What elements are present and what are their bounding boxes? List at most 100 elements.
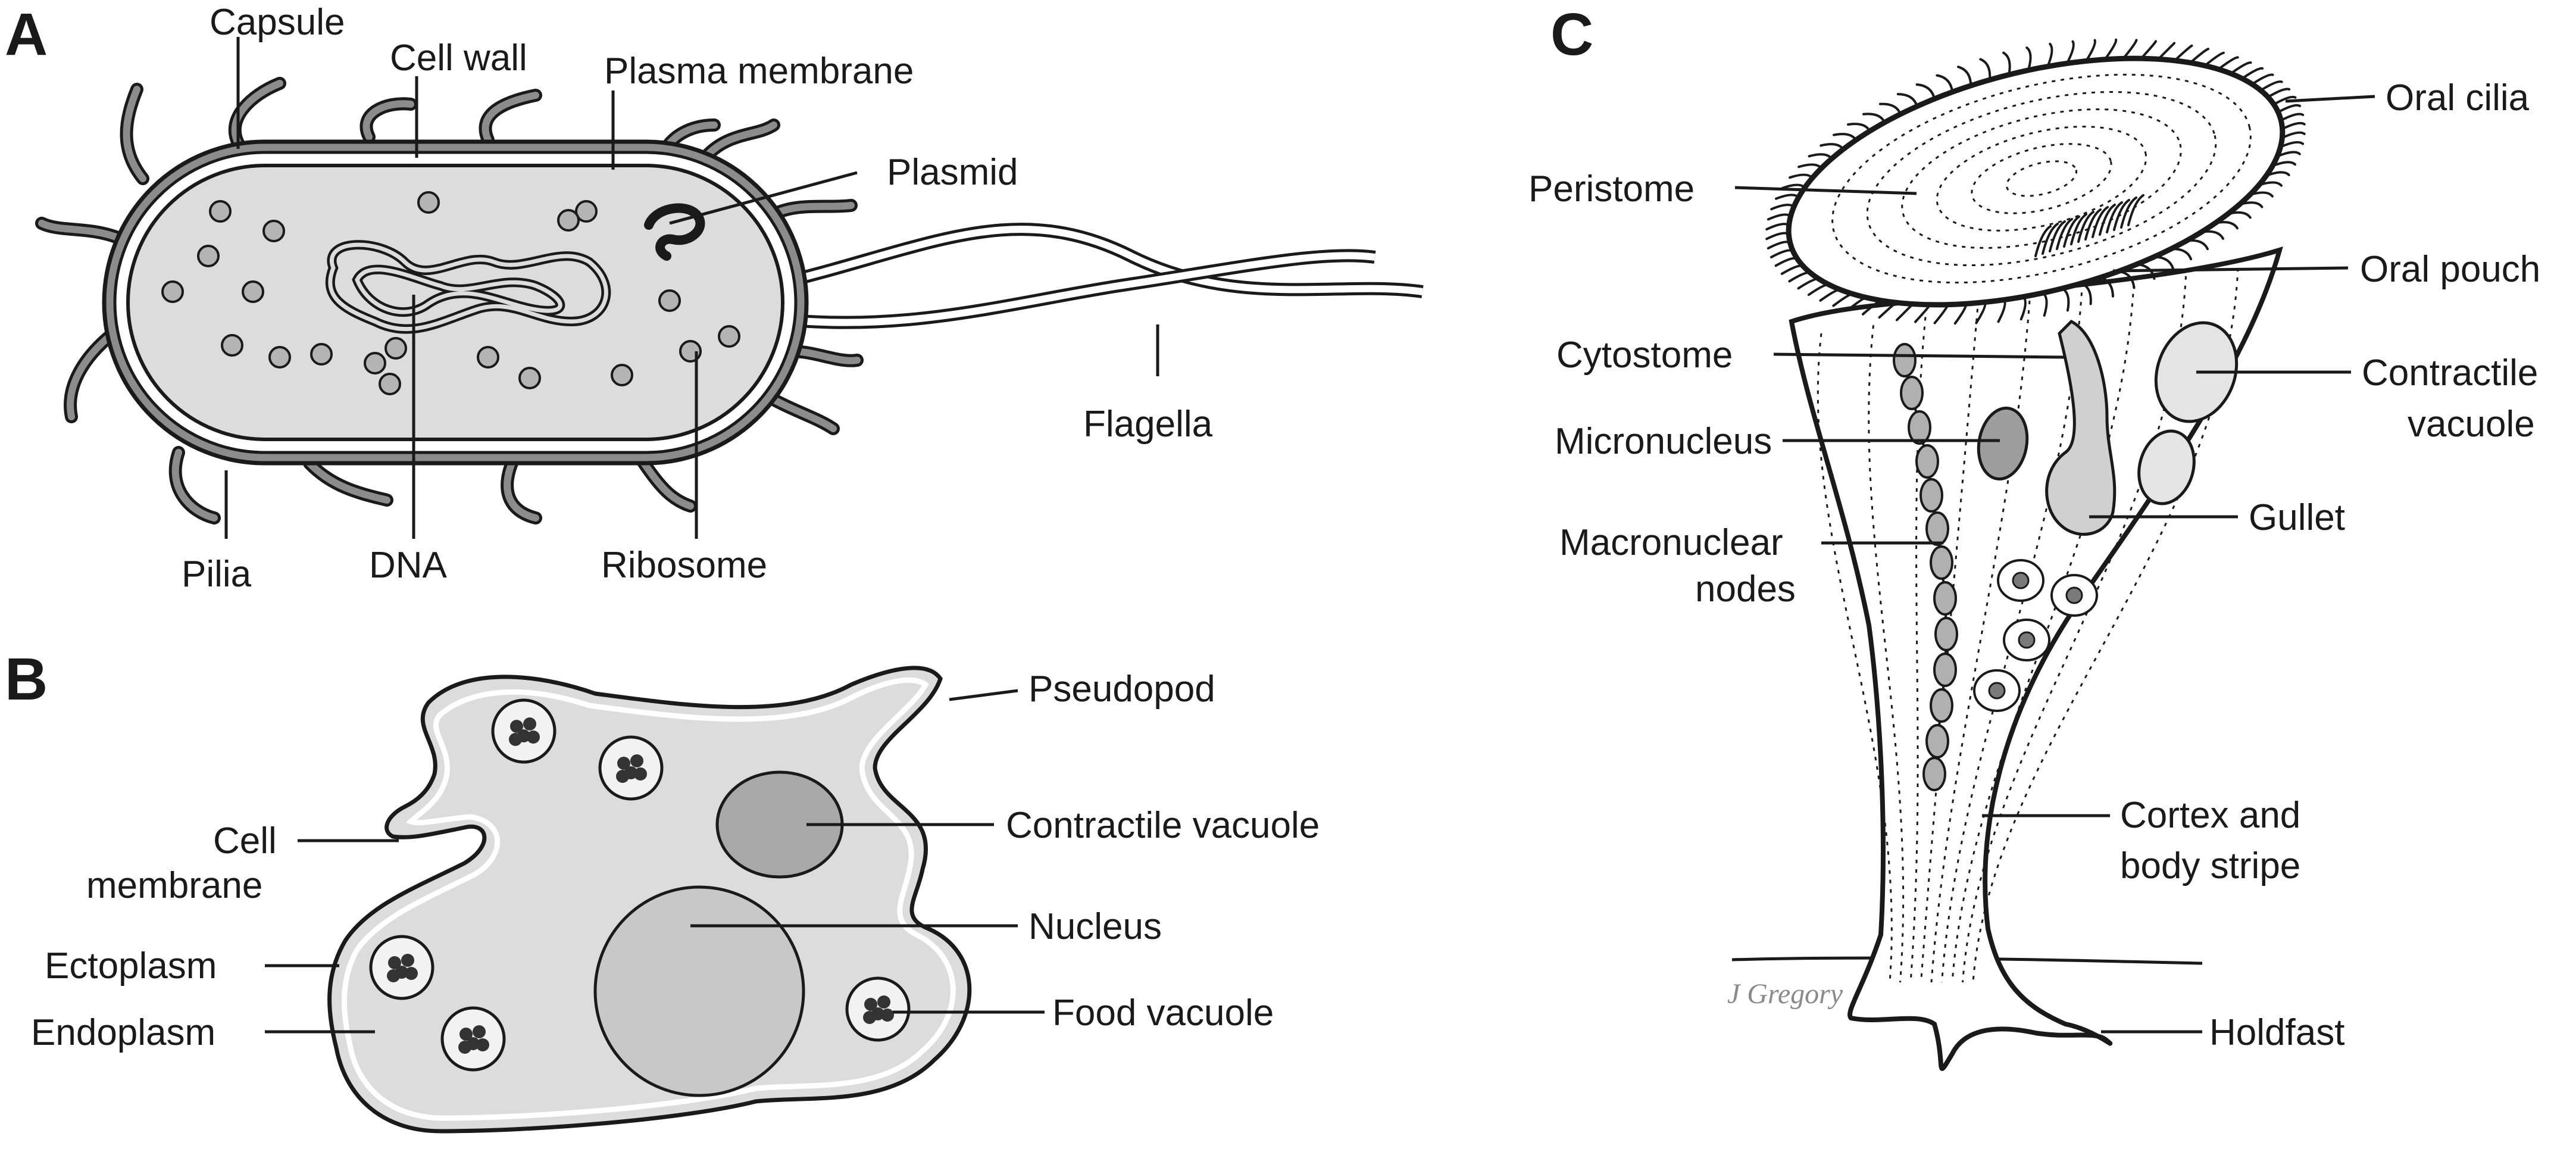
oral-cilium: [2238, 201, 2264, 208]
ribosome: [557, 209, 580, 232]
label-endoplasm: Endoplasm: [31, 1012, 215, 1053]
ribosome: [161, 280, 184, 303]
macronuclear-node: [1920, 478, 1943, 513]
pouch-cilium: [2049, 220, 2066, 252]
oral-cilium: [1878, 102, 1902, 116]
ribosome: [209, 200, 232, 223]
food-particle: [459, 1028, 473, 1041]
oral-cilium: [2080, 282, 2092, 305]
food-particle: [476, 1038, 489, 1051]
ribosome: [221, 334, 243, 357]
macronuclear-node: [1930, 545, 1953, 580]
label-macronuclear-nodes-line1: Macronuclear: [1559, 522, 1783, 563]
pouch-cilium: [2063, 216, 2080, 248]
peristome-groove: [1936, 126, 2147, 232]
label-holdfast: Holdfast: [2209, 1012, 2344, 1053]
oral-cilium: [2025, 46, 2032, 71]
label-cell-wall: Cell wall: [390, 38, 527, 79]
pouch-cilium: [2084, 208, 2102, 241]
pouch-cilium: [2070, 213, 2087, 245]
oral-cilium: [1797, 277, 1821, 290]
label-macronuclear-nodes-line2: nodes: [1695, 569, 1796, 610]
macronuclear-node: [1900, 376, 1924, 410]
oral-cilium: [1833, 133, 1858, 142]
oral-cilium: [2258, 181, 2283, 187]
oral-cilium: [2250, 73, 2274, 86]
pili-highlight: [38, 80, 861, 522]
macronuclear-node: [1930, 688, 1953, 723]
pouch-cilium: [2056, 218, 2073, 250]
oral-cilium: [1767, 213, 1792, 221]
oral-cilium: [2042, 292, 2048, 317]
macronuclear-node: [1925, 724, 1949, 758]
oral-cilium: [2272, 95, 2297, 106]
oral-cilium: [2248, 191, 2274, 198]
pilus-core: [38, 220, 123, 242]
food-particle: [634, 767, 647, 781]
oral-cilium: [1957, 65, 1972, 87]
oral-cilium: [1846, 296, 1868, 312]
pilus-core: [504, 460, 539, 522]
stentor-food-particle: [2012, 572, 2030, 589]
flagella: [736, 223, 1424, 334]
oral-cilium: [1914, 303, 1931, 323]
label-cell-membrane-line1: Cell: [213, 820, 277, 861]
food-particle: [509, 733, 522, 746]
pilus-core: [362, 100, 414, 141]
oral-cilium: [1953, 302, 1968, 325]
label-oral-pouch: Oral pouch: [2360, 249, 2540, 290]
oral-cilium: [2153, 255, 2175, 270]
oral-cilium: [2046, 42, 2053, 68]
pouch-cilium: [2127, 194, 2144, 226]
peristome-groove: [2005, 160, 2078, 197]
food-particle: [863, 1011, 876, 1024]
food-particle: [864, 998, 877, 1011]
oral-cilium: [2276, 151, 2301, 158]
pouch-cilium: [2092, 206, 2109, 238]
macronuclear-node: [1893, 343, 1917, 377]
oral-cilium: [2279, 141, 2305, 148]
food-particle: [630, 754, 643, 767]
oral-cilium: [1896, 93, 1918, 108]
pouch-cilium: [2034, 225, 2052, 257]
oral-cilium: [2122, 39, 2138, 60]
ribosomes: [161, 191, 740, 395]
label-contractile-vacuole-b: Contractile vacuole: [1006, 805, 1320, 846]
body-stripe: [1930, 300, 2031, 983]
stentor-food-vacuoles: [1973, 559, 2098, 712]
oral-cilium: [2227, 211, 2252, 219]
macronuclear-node: [1908, 410, 1931, 445]
oral-cilia: [1765, 38, 2306, 325]
oral-cilium: [2169, 248, 2193, 261]
oral-cilium: [1820, 143, 1845, 151]
panel-c-leaders: [1734, 95, 2375, 1034]
label-gullet: Gullet: [2249, 497, 2345, 538]
food-particle: [877, 995, 890, 1009]
panel-b-letter: B: [5, 646, 48, 713]
stentor-food-particle: [2065, 586, 2083, 604]
oral-cilium: [1832, 292, 1854, 307]
oral-cilium: [2061, 287, 2070, 312]
pilus-core: [639, 458, 694, 510]
label-plasma-membrane: Plasma membrane: [604, 51, 914, 92]
food-particle: [405, 967, 418, 980]
ribosome: [242, 280, 264, 303]
oral-cilium: [1789, 173, 1814, 179]
oral-cilium: [2277, 104, 2302, 114]
oral-cilium: [2200, 230, 2224, 240]
oral-cilium: [2019, 295, 2027, 321]
food-particle: [617, 757, 630, 770]
pilus-core: [699, 121, 777, 164]
macronuclear-node: [1933, 653, 1957, 687]
pilus-core: [482, 92, 539, 143]
oral-cilium: [1770, 204, 1795, 211]
panel-c-letter: C: [1550, 1, 1593, 68]
food-particle: [616, 770, 629, 783]
label-pilia: Pilia: [182, 554, 252, 595]
oral-cilium: [1936, 74, 1954, 93]
panel-a-leaders: [224, 37, 1159, 539]
oral-cilium: [1781, 183, 1806, 190]
oral-cilium: [1933, 303, 1949, 324]
pilus-core: [171, 449, 218, 522]
